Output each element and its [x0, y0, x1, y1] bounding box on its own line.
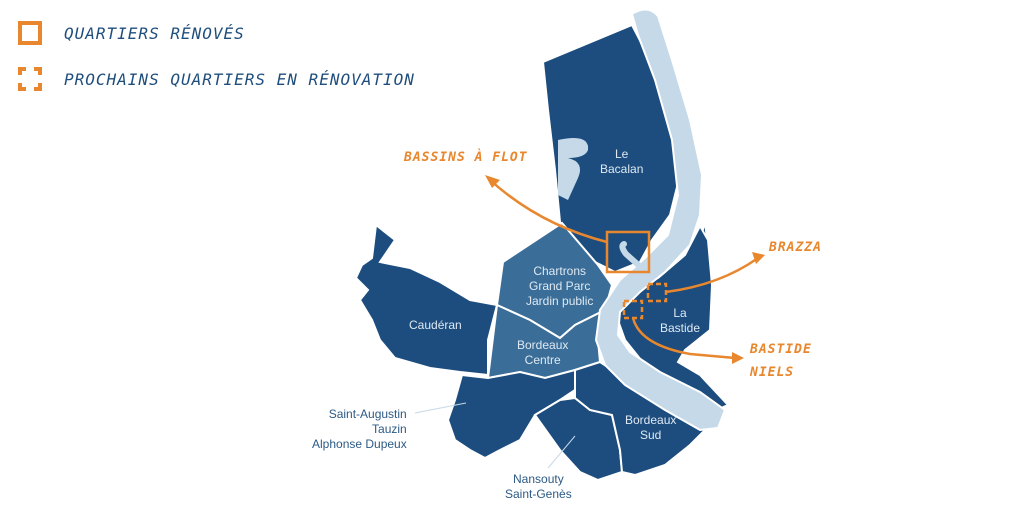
solid-square-icon — [18, 21, 42, 45]
callout-bassins-a-flot: Bassins à flot — [404, 150, 528, 165]
arrowhead-icon — [752, 252, 765, 264]
arrow-bassins — [489, 179, 608, 244]
label-la-bastide: La Bastide — [660, 306, 701, 335]
dashed-square-icon — [18, 67, 42, 91]
label-nansouty: Nansouty Saint-Genès — [505, 472, 572, 501]
label-chartrons: Chartrons Grand Parc Jardin public — [526, 264, 594, 308]
label-saint-augustin: Saint-Augustin Tauzin Alphonse Dupeux — [312, 407, 407, 451]
map-legend: Quartiers rénovés Prochains quartiers en… — [18, 18, 415, 110]
arrowhead-icon — [485, 175, 500, 188]
district-cauderan[interactable] — [354, 223, 499, 377]
legend-item-renovated: Quartiers rénovés — [18, 18, 415, 48]
upcoming-area-box-brazza[interactable] — [646, 282, 668, 303]
arrow-niels — [631, 317, 736, 360]
arrow-brazza — [665, 256, 759, 294]
arrowhead-icon — [732, 352, 744, 364]
legend-label: Quartiers rénovés — [64, 23, 245, 43]
callout-bastide-niels: Bastide Niels — [750, 342, 812, 380]
label-le-bacalan: Le Bacalan — [600, 147, 644, 176]
leader-line — [414, 402, 467, 414]
legend-item-upcoming: Prochains quartiers en rénovation — [18, 64, 415, 94]
callout-brazza: Brazza — [769, 240, 822, 255]
label-bordeaux-centre: Bordeaux Centre — [517, 338, 569, 367]
renovated-area-box[interactable] — [605, 230, 651, 274]
legend-label: Prochains quartiers en rénovation — [64, 69, 415, 89]
district-saint-augustin[interactable] — [446, 368, 576, 460]
label-cauderan: Caudéran — [409, 318, 462, 332]
label-bordeaux-sud: Bordeaux Sud — [625, 413, 677, 442]
bassins-water — [558, 137, 589, 200]
leader-line — [547, 435, 576, 469]
bassin-channel — [619, 241, 647, 273]
